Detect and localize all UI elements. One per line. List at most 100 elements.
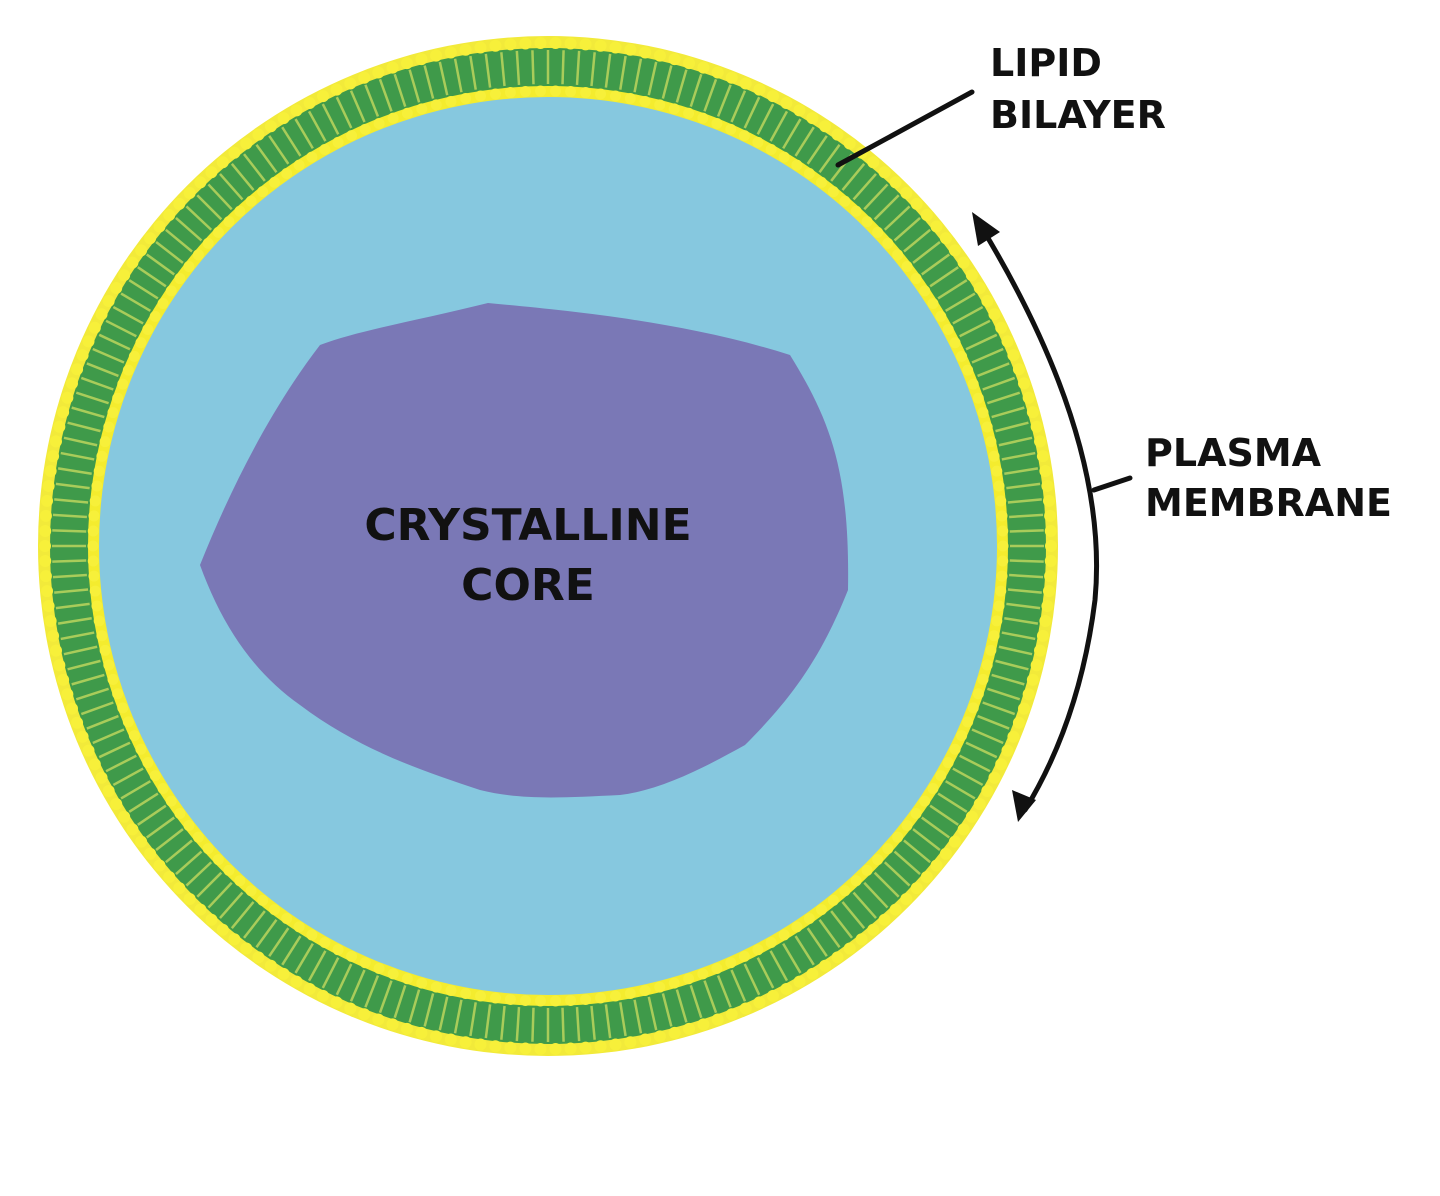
tail-stripe	[794, 126, 815, 157]
lipid-head-dot	[205, 166, 218, 179]
tail-stripe	[453, 999, 463, 1034]
tail-stripe	[893, 217, 921, 242]
lipid-head-dot	[878, 166, 891, 179]
lipid-head-dot	[861, 216, 873, 228]
tail-stripe	[977, 714, 1010, 730]
lipid-head-dot	[332, 944, 344, 956]
lipid-head-dot	[281, 168, 293, 180]
tail-stripe	[883, 205, 911, 231]
lipid-head-dot	[444, 46, 457, 59]
tail-stripe	[689, 73, 703, 107]
tail-stripe	[453, 58, 463, 93]
lipid-head-dot	[988, 771, 1001, 784]
lipid-head-dot	[118, 810, 131, 823]
lipid-head-dot	[489, 39, 502, 52]
tail-stripe	[1001, 631, 1036, 641]
lipid-head-dot	[654, 981, 666, 993]
lipid-head-dot	[144, 232, 157, 245]
lipid-head-dot	[416, 977, 428, 989]
tail-stripe	[1009, 513, 1044, 519]
lipid-head-dot	[995, 585, 1007, 597]
lipid-head-dot	[460, 987, 472, 999]
lipid-head-dot	[935, 770, 947, 782]
lipid-head-dot	[766, 90, 779, 103]
lipid-head-dot	[303, 97, 316, 110]
lipid-head-dot	[892, 249, 904, 261]
lipid-label-line1: LIPID	[990, 41, 1102, 85]
lipid-head-dot	[549, 37, 562, 50]
tail-stripe	[75, 391, 109, 405]
lipid-head-dot	[534, 995, 546, 1007]
lipid-head-dot	[277, 967, 290, 980]
lipid-head-dot	[112, 688, 124, 700]
lipid-head-dot	[850, 875, 862, 887]
lipid-head-dot	[668, 977, 680, 989]
lipid-head-dot	[985, 436, 997, 448]
lipid-head-dot	[993, 480, 1005, 492]
tail-stripe	[619, 55, 627, 90]
tail-stripe	[86, 714, 119, 730]
tail-stripe	[185, 205, 213, 231]
tail-stripe	[268, 135, 290, 165]
tail-stripe	[175, 850, 203, 875]
tail-stripe	[335, 963, 353, 996]
tail-stripe	[830, 910, 853, 939]
lipid-head-dot	[806, 967, 819, 980]
lipid-head-dot	[653, 1030, 666, 1043]
lipid-head-dot	[609, 990, 621, 1002]
lipid-head-dot	[1026, 406, 1039, 419]
lipid-head-dot	[317, 989, 330, 1002]
lipid-head-dot	[900, 186, 913, 199]
lipid-head-dot	[595, 88, 607, 100]
lipid-head-dot	[47, 629, 60, 642]
lipid-head-dot	[739, 1002, 752, 1015]
lipid-head-dot	[240, 137, 253, 150]
lipid-head-dot	[415, 53, 428, 66]
tail-stripe	[60, 451, 95, 461]
lipid-head-dot	[579, 1041, 592, 1054]
tail-stripe	[863, 881, 889, 909]
tail-stripe	[965, 741, 998, 759]
lipid-head-dot	[76, 730, 89, 743]
lipid-head-dot	[157, 783, 169, 795]
lipid-head-dot	[183, 261, 195, 273]
lipid-head-dot	[149, 770, 161, 782]
lipid-head-dot	[778, 151, 790, 163]
lipid-head-dot	[102, 295, 115, 308]
lipid-head-dot	[245, 195, 257, 207]
lipid-head-dot	[1042, 585, 1055, 598]
lipid-head-dot	[489, 992, 501, 1004]
lipid-head-dot	[96, 630, 108, 642]
lipid-head-dot	[474, 1038, 487, 1051]
tail-stripe	[1006, 482, 1041, 490]
lipid-head-dot	[373, 118, 385, 130]
lipid-head-dot	[88, 570, 100, 582]
tail-stripe	[991, 406, 1025, 419]
tail-stripe	[137, 804, 167, 826]
tail-stripe	[756, 103, 775, 135]
tail-stripe	[207, 183, 233, 211]
lipid-head-dot	[39, 555, 52, 568]
tail-stripe	[57, 617, 92, 625]
tail-stripe	[75, 687, 109, 701]
lipid-head-dot	[889, 903, 902, 916]
lipid-head-dot	[831, 128, 844, 141]
lipid-head-dot	[519, 37, 532, 50]
lipid-head-dot	[88, 510, 100, 522]
lipid-head-dot	[939, 232, 952, 245]
lipid-head-dot	[122, 364, 134, 376]
tail-stripe	[991, 673, 1025, 686]
lipid-head-dot	[234, 875, 246, 887]
lipid-head-dot	[205, 913, 218, 926]
lipid-head-dot	[1030, 420, 1043, 433]
tail-stripe	[393, 73, 407, 107]
lipid-head-dot	[519, 1042, 532, 1055]
lipid-head-dot	[639, 46, 652, 59]
tail-stripe	[743, 96, 761, 129]
lipid-head-dot	[39, 540, 51, 552]
lipid-head-dot	[919, 795, 931, 807]
tail-stripe	[484, 1004, 492, 1039]
tail-stripe	[995, 659, 1029, 671]
lipid-head-dot	[42, 600, 55, 613]
lipid-head-dot	[264, 120, 277, 133]
